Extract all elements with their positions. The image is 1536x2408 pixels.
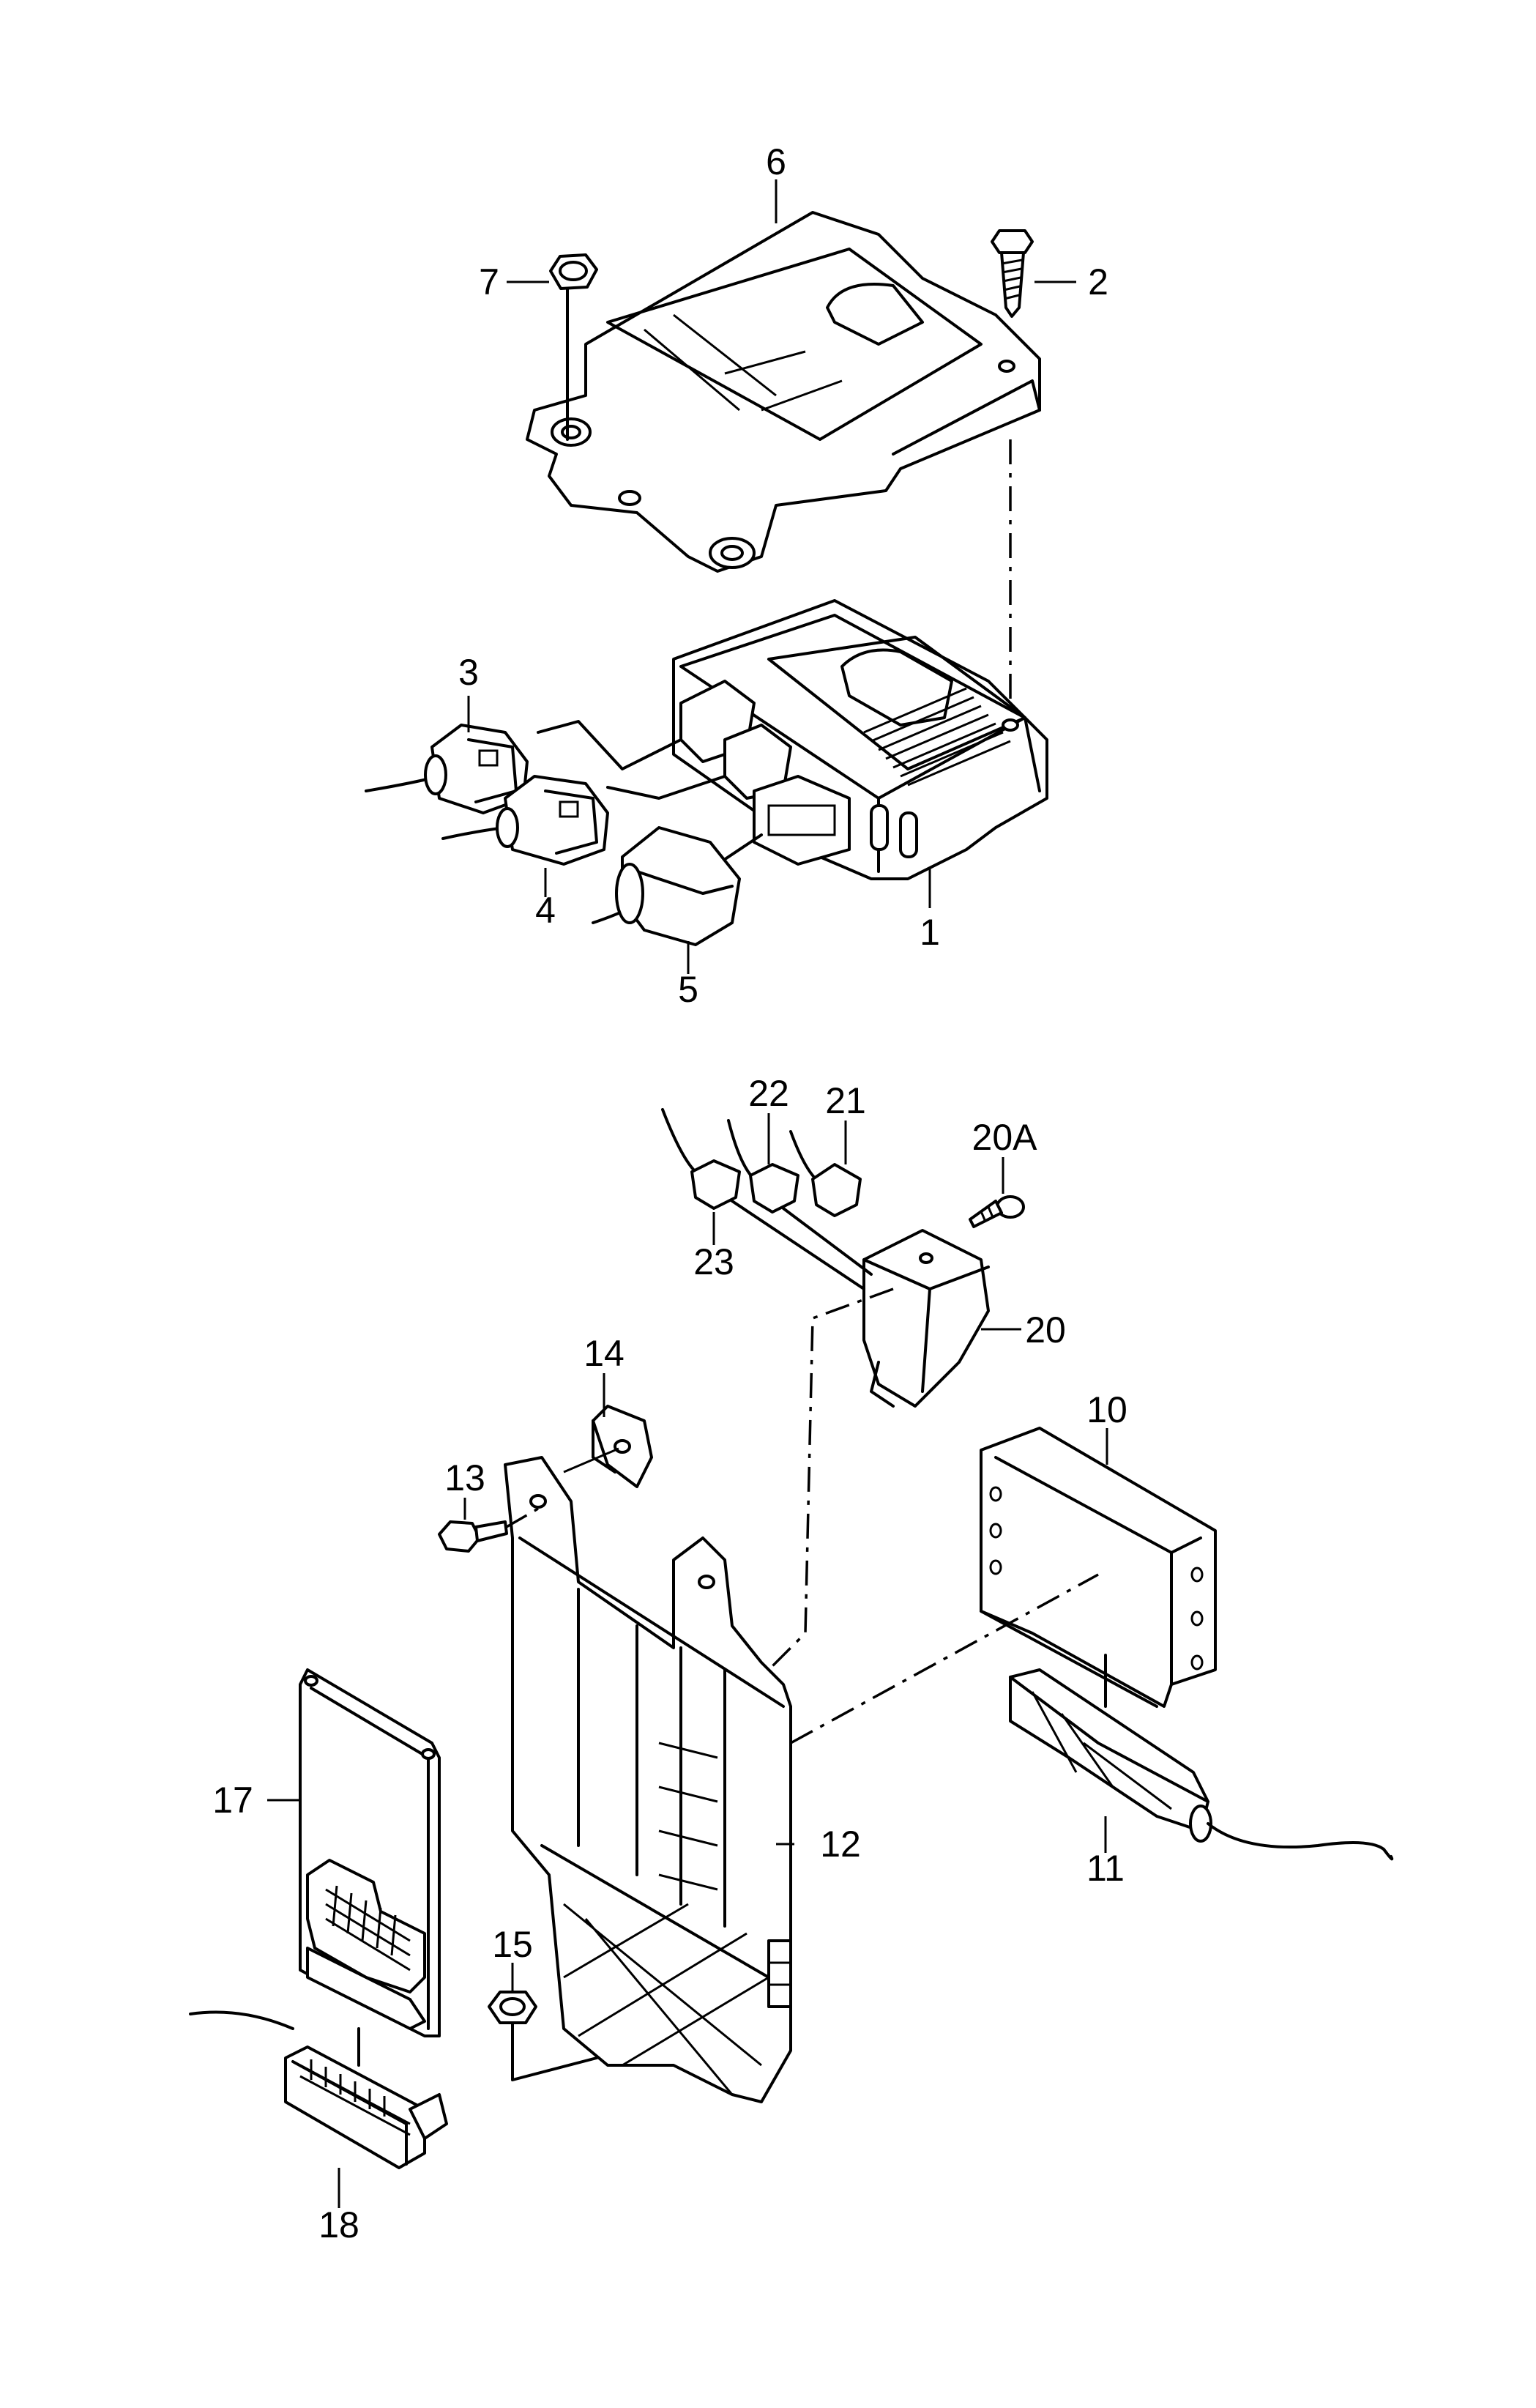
callout-2: 2 bbox=[1088, 261, 1108, 302]
circuit-board-part-17 bbox=[299, 1668, 441, 2037]
screw-part-2 bbox=[991, 229, 1034, 318]
callout-20A: 20A bbox=[972, 1117, 1038, 1158]
nut-part-7 bbox=[549, 253, 598, 441]
callout-17: 17 bbox=[212, 1780, 253, 1821]
callout-12: 12 bbox=[820, 1824, 861, 1865]
callout-11: 11 bbox=[1086, 1848, 1125, 1889]
callout-20: 20 bbox=[1025, 1309, 1066, 1350]
callout-5: 5 bbox=[678, 969, 698, 1010]
callout-leaders bbox=[267, 179, 1108, 2208]
connector-part-4 bbox=[441, 775, 609, 866]
clip-part-14 bbox=[563, 1405, 653, 1488]
airbag-control-unit-part-1 bbox=[672, 599, 1048, 880]
sensor-module-part-20 bbox=[731, 1200, 990, 1408]
connector-part-22 bbox=[727, 1119, 799, 1214]
callout-21: 21 bbox=[825, 1080, 866, 1121]
connector-part-23 bbox=[661, 1108, 741, 1210]
mounting-bracket-part-12 bbox=[504, 1456, 792, 2103]
callout-6: 6 bbox=[766, 141, 786, 182]
connector-part-11 bbox=[1009, 1668, 1394, 1861]
callout-13: 13 bbox=[444, 1457, 485, 1498]
screw-part-20A bbox=[969, 1195, 1025, 1228]
wire-3-to-1 bbox=[537, 720, 682, 770]
nut-part-15 bbox=[488, 1991, 598, 2081]
callout-15: 15 bbox=[492, 1924, 533, 1965]
bolt-part-13 bbox=[438, 1507, 539, 1553]
callout-7: 7 bbox=[479, 261, 499, 302]
mounting-bracket-part-6 bbox=[526, 211, 1041, 573]
callout-18: 18 bbox=[318, 2204, 359, 2245]
callout-4: 4 bbox=[535, 890, 556, 931]
connector-part-21 bbox=[789, 1130, 862, 1217]
callout-14: 14 bbox=[584, 1333, 625, 1374]
callout-3: 3 bbox=[458, 652, 479, 693]
connector-part-3 bbox=[365, 724, 529, 814]
module-alignment-line bbox=[760, 1287, 894, 1679]
control-unit-part-10 bbox=[980, 1427, 1217, 1708]
callout-23: 23 bbox=[693, 1241, 734, 1282]
connector-part-18 bbox=[189, 2010, 448, 2169]
callout-10: 10 bbox=[1086, 1389, 1127, 1430]
callout-1: 1 bbox=[920, 912, 940, 953]
connector-part-5 bbox=[592, 826, 741, 946]
callout-22: 22 bbox=[748, 1073, 789, 1114]
control-unit-alignment-line bbox=[790, 1573, 1099, 1744]
wire-4-to-1 bbox=[606, 775, 726, 800]
